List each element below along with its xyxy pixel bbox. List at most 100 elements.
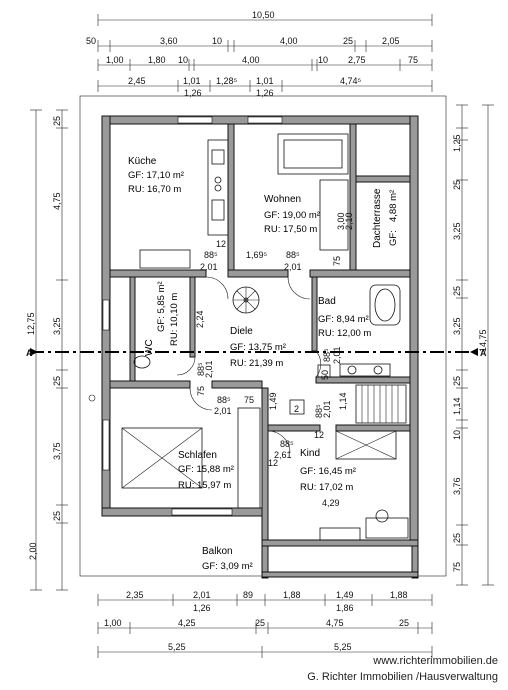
dim-inner: 75: [332, 256, 342, 266]
dim-bot1-3: 89: [243, 590, 253, 600]
dim-inner: 2,24: [195, 310, 205, 328]
dim-inner: 2,01: [214, 406, 232, 416]
dim-inner: 1,69⁵: [246, 250, 268, 260]
dim-right-8: 10: [452, 430, 462, 440]
dim-right-5: 3,25: [452, 317, 462, 335]
right-dimension-chains: 1,25 25 3,25 25 3,25 25 1,14 10 3,76 25 …: [452, 104, 494, 586]
dim-right-7: 1,14: [452, 397, 462, 415]
dim-left-5: 3,75: [52, 442, 62, 460]
room-name: Diele: [230, 326, 253, 337]
website-credit: www.richterimmobilien.de: [373, 655, 498, 667]
dim-top2-6: 2,05: [382, 36, 400, 46]
dim-right-1: 1,25: [452, 134, 462, 152]
room-bad: Bad GF: 8,94 m² RU: 12,00 m: [318, 296, 371, 339]
room-ru: RU: 16,70 m: [128, 184, 181, 195]
dim-inner: 1,14: [338, 392, 348, 410]
dim-right-3: 3,25: [452, 222, 462, 240]
section-mark-left: A: [26, 348, 33, 358]
dim-top4-5: 4,74⁵: [340, 76, 362, 86]
dim-top4-4: 1,01: [256, 76, 274, 86]
inner-dimensions: 88⁵ 2,01 12 1,69⁵ 88⁵ 2,01 3,00 2,10 75 …: [195, 212, 354, 508]
room-name: Kind: [300, 448, 320, 459]
dim-top3-4: 4,00: [242, 55, 260, 65]
dim-bot3-2: 5,25: [334, 642, 352, 652]
dim-left-overall: 12,75: [26, 312, 36, 335]
dim-inner: 3,00: [336, 212, 346, 230]
dim-inner: 88⁵: [322, 348, 332, 362]
dim-bot1-6: 1,88: [390, 590, 408, 600]
room-name: WC: [144, 339, 155, 356]
dim-top3-7: 75: [408, 55, 418, 65]
dim-top3-2: 1,80: [148, 55, 166, 65]
room-ru: RU: 21,39 m: [230, 358, 283, 369]
dim-left-3: 3,25: [52, 317, 62, 335]
dim-top4-1: 2,45: [128, 76, 146, 86]
room-ru: RU: 17,50 m: [264, 224, 317, 235]
room-gf: GF: 19,00 m²: [264, 210, 320, 221]
dim-inner: 88⁵: [286, 250, 300, 260]
room-gf: GF: 5,85 m²: [156, 281, 167, 332]
dim-right-overall: 14,75: [478, 329, 488, 352]
room-schlafen: Schlafen GF: 15,88 m² RU: 15,97 m: [178, 450, 234, 491]
dim-top4-3: 1,28⁵: [216, 76, 238, 86]
dim-top4-2: 1,01: [183, 76, 201, 86]
room-name: Wohnen: [264, 194, 301, 205]
dim-right-2: 25: [452, 180, 462, 190]
dim-right-9: 3,76: [452, 477, 462, 495]
room-kueche: Küche GF: 17,10 m² RU: 16,70 m: [128, 156, 184, 195]
dim-inner: 2,01: [332, 346, 342, 364]
room-kind: Kind GF: 16,45 m² RU: 17,02 m: [300, 448, 356, 493]
dim-bot1-sub2: 1,86: [336, 603, 354, 613]
room-wohnen: Wohnen GF: 19,00 m² RU: 17,50 m: [264, 194, 320, 235]
room-name: Küche: [128, 156, 157, 167]
dim-top2-1: 50: [86, 36, 96, 46]
dim-bot2-1: 1,00: [104, 618, 122, 628]
dim-right-6: 25: [452, 376, 462, 386]
room-name: Schlafen: [178, 450, 217, 461]
room-area: 4,88 m²: [388, 190, 399, 222]
dim-right-4: 25: [452, 286, 462, 296]
dim-top3-5: 10: [318, 55, 328, 65]
room-gf: GF: 8,94 m²: [318, 314, 369, 325]
dim-left-7: 2,00: [28, 542, 38, 560]
dim-overall-width: 10,50: [252, 10, 275, 20]
dim-right-11: 75: [452, 562, 462, 572]
room-gf: GF: 15,88 m²: [178, 464, 234, 475]
dim-inner: 75: [196, 386, 206, 396]
dim-inner: 2,61: [274, 450, 292, 460]
dim-bot2-3: 25: [255, 618, 265, 628]
dim-top4-sub2: 1,26: [256, 88, 274, 98]
dim-inner: 1,49: [268, 392, 278, 410]
room-ru: RU: 12,00 m: [318, 328, 371, 339]
dim-bot2-2: 4,25: [178, 618, 196, 628]
room-gf: GF: 13,75 m²: [230, 342, 286, 353]
dim-inner: 88⁵: [280, 439, 294, 449]
dim-inner: 12: [216, 239, 226, 249]
furniture: [88, 133, 409, 541]
dim-left-6: 25: [52, 511, 62, 521]
room-wc: WC GF: 5,85 m² RU: 10,10 m: [144, 281, 180, 356]
dim-left-2: 4,75: [52, 192, 62, 210]
dim-top4-sub1: 1,26: [184, 88, 202, 98]
dim-bot2-5: 25: [399, 618, 409, 628]
dim-top2-5: 25: [343, 36, 353, 46]
room-name: Bad: [318, 296, 336, 307]
dim-inner: 2,01: [322, 400, 332, 418]
dim-right-10: 25: [452, 533, 462, 543]
company-credit: G. Richter Immobilien /Hausverwaltung: [307, 671, 498, 683]
dim-top3-1: 1,00: [106, 55, 124, 65]
left-dimension-chains: 12,75 25 4,75 3,25 25 3,75 25 2,00: [26, 109, 68, 591]
room-balkon: Balkon GF: 3,09 m²: [202, 546, 253, 572]
dim-bot3-1: 5,25: [168, 642, 186, 652]
dim-inner: 88⁵: [217, 395, 231, 405]
dim-bot1-sub1: 1,26: [193, 603, 211, 613]
dim-inner: 12: [268, 458, 278, 468]
room-gf: GF: 16,45 m²: [300, 466, 356, 477]
dim-inner: 75: [244, 395, 254, 405]
dim-bot1-1: 2,35: [126, 590, 144, 600]
room-gf: GF: 17,10 m²: [128, 170, 184, 181]
room-diele: Diele GF: 13,75 m² RU: 21,39 m: [230, 326, 286, 369]
top-dimension-chains: 10,50 50 3,60 10 4,00 25 2,05 1,00 1,80 …: [86, 10, 433, 98]
dim-inner: 50: [320, 370, 330, 380]
